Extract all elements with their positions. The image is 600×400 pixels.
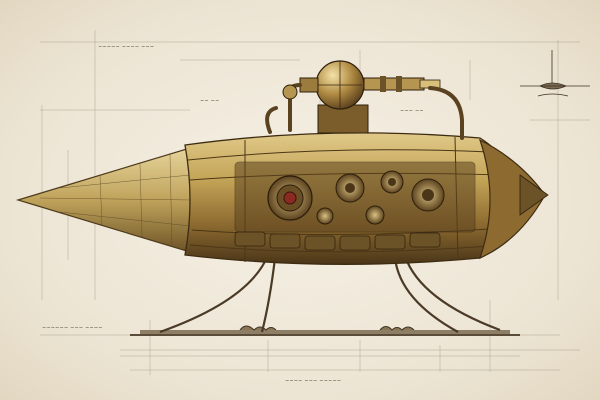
pipe-valve bbox=[282, 84, 298, 100]
tail-tip bbox=[519, 174, 549, 216]
annotation-scribble: ~~~~~~ ~~~ ~~~~ bbox=[42, 325, 103, 331]
dome-assembly bbox=[299, 60, 441, 134]
nose-cone bbox=[15, 147, 196, 253]
annotation-scribble: ~~~~~ ~~~~ ~~~ bbox=[98, 44, 155, 50]
mini-ship-sketch bbox=[520, 50, 590, 97]
keel-segments bbox=[234, 231, 441, 251]
drafting-lines bbox=[40, 30, 590, 375]
annotation-scribble: ~~ ~~ bbox=[200, 98, 220, 104]
annotation-scribble: ~~~ ~~ bbox=[400, 108, 424, 114]
nose-rivet-lines bbox=[39, 154, 193, 247]
tail-cone bbox=[478, 138, 546, 260]
gear-assembly bbox=[267, 170, 445, 225]
base-platform bbox=[130, 325, 520, 336]
annotation-scribble: ~~~~ ~~~ ~~~~~ bbox=[285, 378, 342, 384]
landing-legs bbox=[159, 254, 501, 334]
